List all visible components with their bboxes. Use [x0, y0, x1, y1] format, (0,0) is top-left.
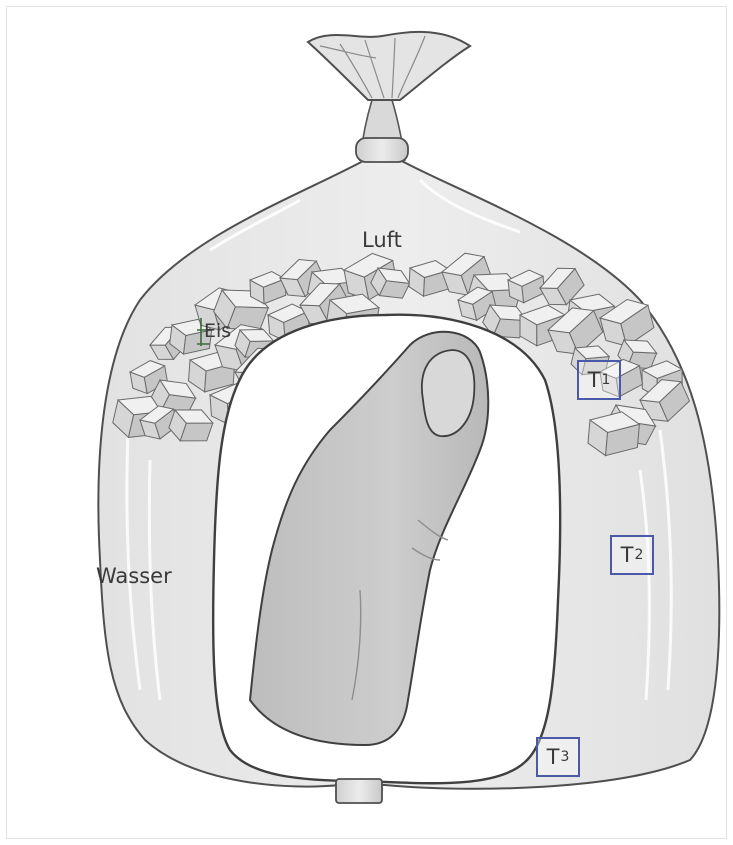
sensor-t3-index: 3 — [560, 749, 569, 765]
sensor-t1-index: 1 — [601, 372, 610, 388]
label-water: Wasser — [96, 566, 172, 587]
bag-knot-band — [356, 138, 408, 162]
bottom-knot — [336, 779, 382, 803]
sensor-t1-letter: T — [588, 368, 601, 392]
label-air: Luft — [362, 230, 402, 251]
sensor-t2-index: 2 — [634, 547, 643, 563]
bag-top-twist — [308, 32, 470, 100]
label-ice: Eis — [204, 322, 231, 341]
sensor-t3-letter: T — [547, 745, 560, 769]
sensor-t2-letter: T — [621, 543, 634, 567]
